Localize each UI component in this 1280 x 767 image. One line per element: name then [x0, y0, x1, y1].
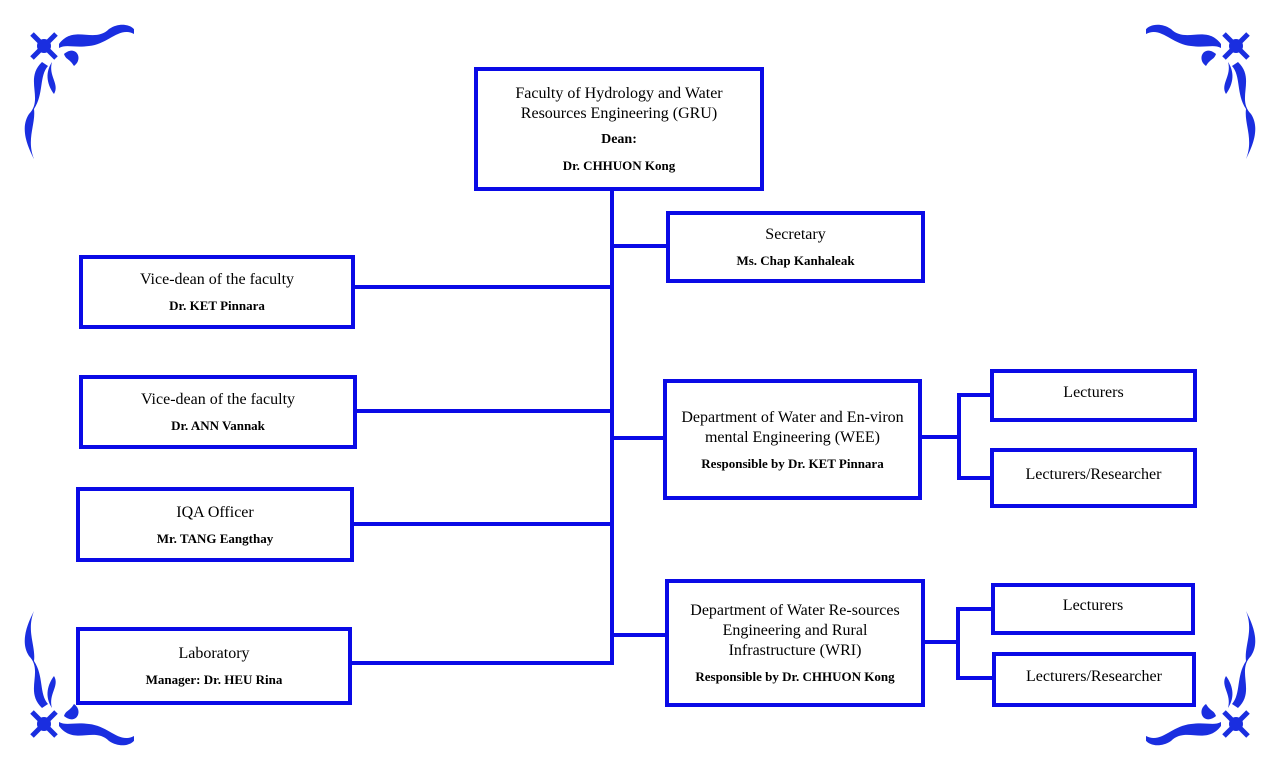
faculty-title: Faculty of Hydrology and Water Resources…: [515, 85, 723, 122]
dean-role-label: Dean:: [601, 132, 637, 147]
vice-dean-2-title: Vice-dean of the faculty: [140, 391, 296, 408]
secretary-title: Secretary: [765, 226, 826, 243]
dept-wee-box: Department of Water and En-vironmental E…: [663, 379, 922, 500]
floral-corner-bottom-right-icon: [1146, 611, 1256, 746]
vice-dean-2-name: Dr. ANN Vannak: [171, 418, 265, 433]
dean-box: Faculty of Hydrology and Water Resources…: [474, 67, 764, 191]
iqa-officer-title: IQA Officer: [176, 503, 254, 521]
vice-dean-1-name: Dr. KET Pinnara: [169, 298, 265, 313]
laboratory-title: Laboratory: [178, 645, 250, 662]
wri-lecturers-researcher-label: Lecturers/Researcher: [1026, 667, 1162, 685]
wri-lecturers-label: Lecturers: [1062, 597, 1124, 614]
wee-lecturers-researcher-box: Lecturers/Researcher: [990, 448, 1197, 508]
secretary-box: Secretary Ms. Chap Kanhaleak: [666, 211, 925, 283]
dept-wri-title: Department of Water Re-sources Engineeri…: [690, 602, 900, 659]
dean-name: Dr. CHHUON Kong: [562, 158, 676, 173]
laboratory-box: Laboratory Manager: Dr. HEU Rina: [76, 627, 352, 705]
secretary-name: Ms. Chap Kanhaleak: [736, 253, 855, 268]
dept-wee-responsible: Responsible by Dr. KET Pinnara: [701, 455, 884, 471]
floral-corner-top-left-icon: [24, 24, 134, 159]
wee-lecturers-researcher-label: Lecturers/Researcher: [1025, 466, 1162, 483]
dept-wri-responsible: Responsible by Dr. CHHUON Kong: [695, 669, 895, 684]
wee-lecturers-label: Lecturers: [1063, 383, 1124, 401]
connector-wri-bracket: [956, 607, 995, 680]
iqa-officer-name: Mr. TANG Eangthay: [156, 530, 274, 546]
dept-wee-title: Department of Water and En-vironmental E…: [681, 408, 904, 446]
floral-corner-top-right-icon: [1146, 24, 1256, 159]
vice-dean-box-1: Vice-dean of the faculty Dr. KET Pinnara: [79, 255, 355, 329]
wri-lecturers-researcher-box: Lecturers/Researcher: [992, 652, 1196, 707]
wri-lecturers-box: Lecturers: [991, 583, 1195, 635]
wee-lecturers-box: Lecturers: [990, 369, 1197, 422]
vice-dean-box-2: Vice-dean of the faculty Dr. ANN Vannak: [79, 375, 357, 449]
vice-dean-1-title: Vice-dean of the faculty: [139, 271, 295, 288]
connector-wee-bracket: [957, 393, 994, 480]
floral-corner-bottom-left-icon: [24, 611, 134, 746]
dept-wri-box: Department of Water Re-sources Engineeri…: [665, 579, 925, 707]
iqa-officer-box: IQA Officer Mr. TANG Eangthay: [76, 487, 354, 562]
laboratory-manager: Manager: Dr. HEU Rina: [145, 672, 283, 687]
